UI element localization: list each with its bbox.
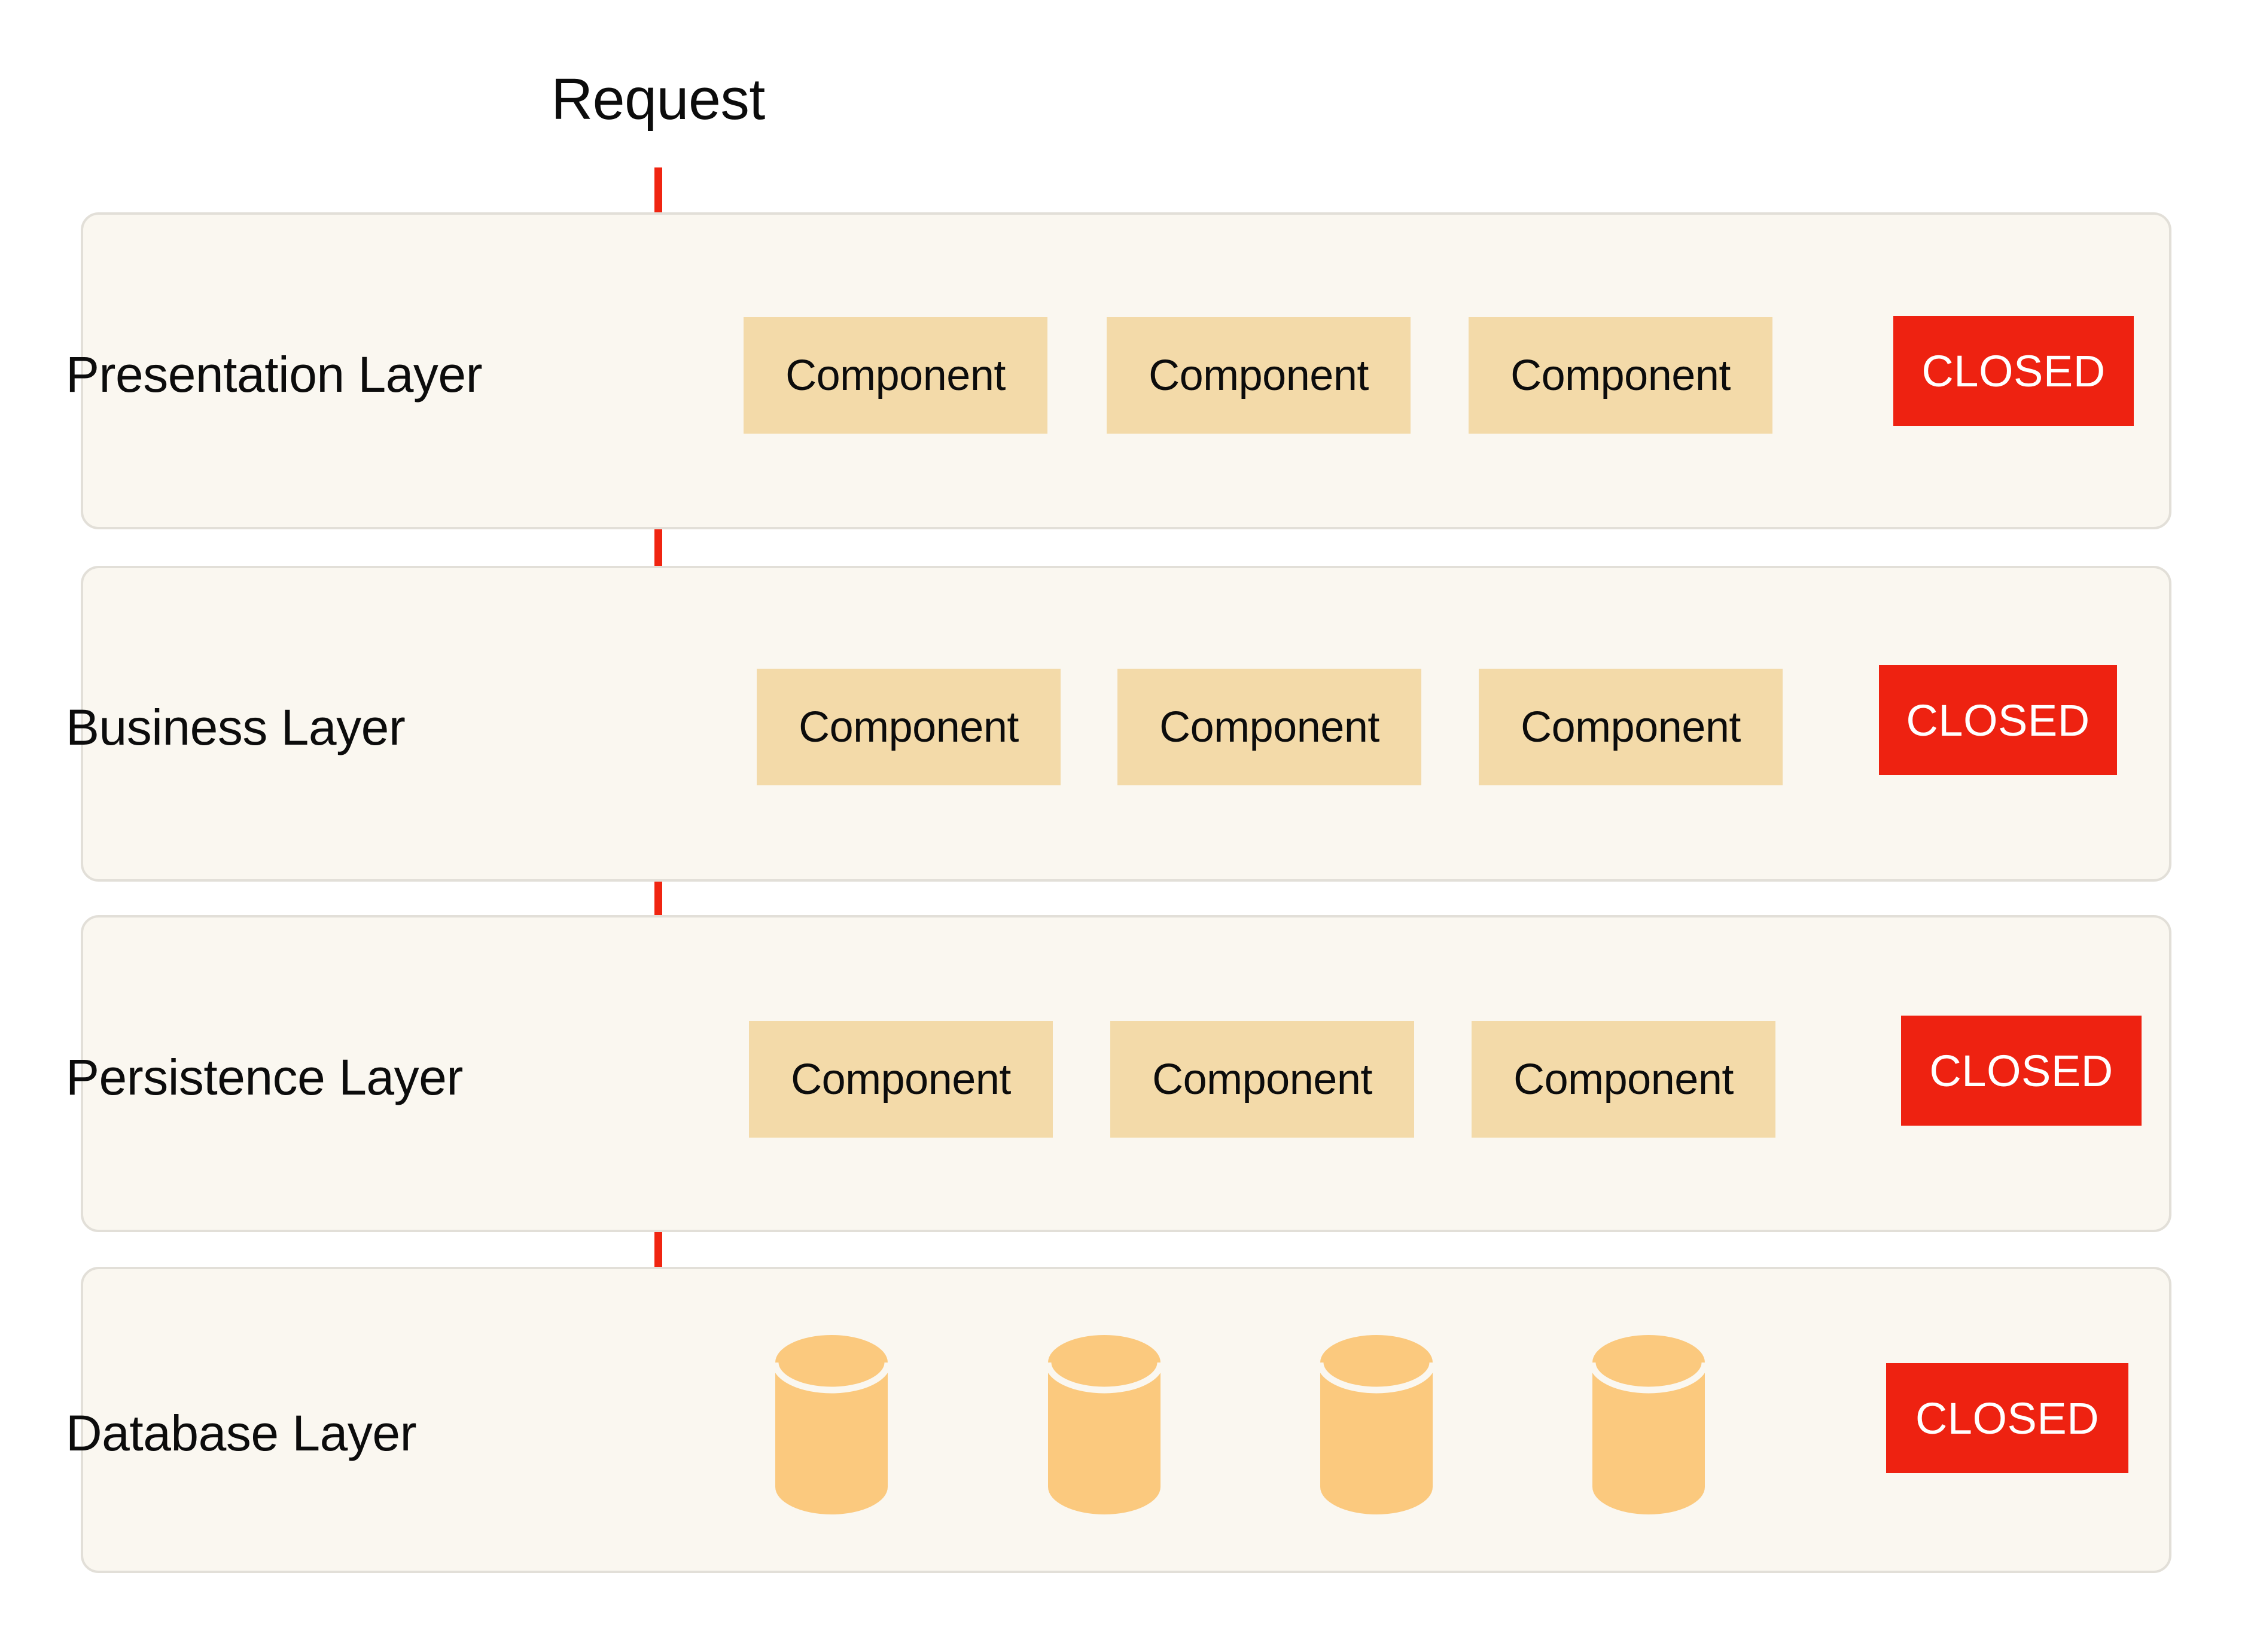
status-badge-label: CLOSED [1915, 1393, 2100, 1443]
component-box[interactable]: Component [749, 1021, 1053, 1138]
database-cylinder[interactable] [1046, 1335, 1163, 1514]
status-badge-label: CLOSED [1929, 1046, 2113, 1096]
component-box[interactable]: Component [1469, 317, 1772, 434]
component-label: Component [791, 1055, 1011, 1104]
component-box[interactable]: Component [1117, 669, 1421, 785]
status-badge-closed[interactable]: CLOSED [1893, 316, 2134, 426]
status-badge-closed[interactable]: CLOSED [1901, 1016, 2142, 1126]
status-badge-label: CLOSED [1906, 695, 2090, 745]
component-label: Component [785, 351, 1006, 400]
status-badge-label: CLOSED [1921, 346, 2106, 396]
component-label: Component [1513, 1055, 1734, 1104]
component-label: Component [1149, 351, 1369, 400]
database-cylinder[interactable] [773, 1335, 890, 1514]
layer-label-persistence: Persistence Layer [66, 1049, 463, 1105]
component-box[interactable]: Component [744, 317, 1047, 434]
status-badge-closed[interactable]: CLOSED [1886, 1363, 2128, 1473]
component-label: Component [1159, 703, 1379, 751]
component-box[interactable]: Component [757, 669, 1061, 785]
component-label: Component [1510, 351, 1731, 400]
layer-label-database: Database Layer [66, 1405, 417, 1461]
layer-label-presentation: Presentation Layer [66, 346, 483, 403]
status-badge-closed[interactable]: CLOSED [1879, 665, 2117, 775]
component-box[interactable]: Component [1479, 669, 1783, 785]
component-box[interactable]: Component [1472, 1021, 1775, 1138]
layer-label-business: Business Layer [66, 699, 406, 755]
component-box[interactable]: Component [1107, 317, 1411, 434]
component-label: Component [1521, 703, 1741, 751]
component-box[interactable]: Component [1110, 1021, 1414, 1138]
request-label: Request [551, 66, 765, 132]
database-cylinder[interactable] [1318, 1335, 1435, 1514]
component-label: Component [799, 703, 1019, 751]
component-label: Component [1152, 1055, 1372, 1104]
database-cylinder[interactable] [1590, 1335, 1707, 1514]
